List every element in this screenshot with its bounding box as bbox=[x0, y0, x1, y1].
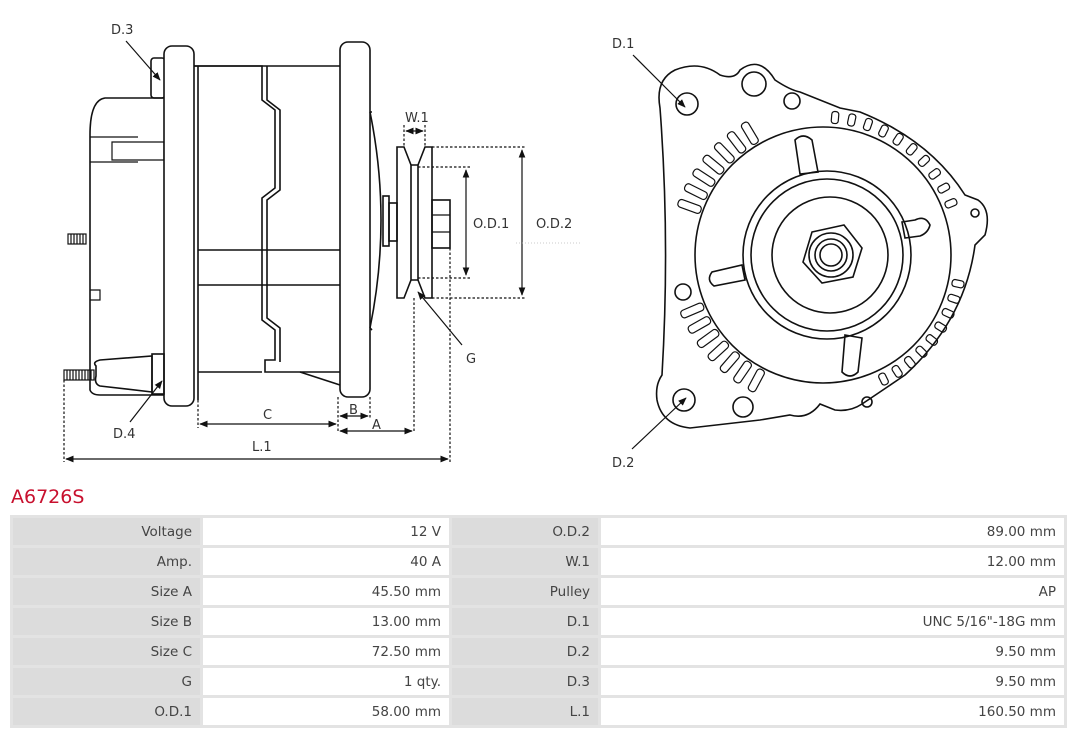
spec-label: D.3 bbox=[452, 668, 598, 695]
label-w1: W.1 bbox=[405, 111, 429, 126]
label-d1: D.1 bbox=[612, 37, 634, 52]
vent-slot bbox=[928, 168, 942, 180]
spec-label: L.1 bbox=[452, 698, 598, 725]
spec-value: UNC 5/16"-18G mm bbox=[601, 608, 1064, 635]
spec-label: Size C bbox=[13, 638, 200, 665]
vent-slot bbox=[947, 293, 961, 304]
spec-value: 9.50 mm bbox=[601, 638, 1064, 665]
vent-slot bbox=[747, 368, 765, 393]
vent-slot bbox=[683, 183, 708, 201]
label-d2: D.2 bbox=[612, 456, 634, 471]
front-flange bbox=[339, 41, 371, 398]
label-g: G bbox=[466, 352, 476, 367]
alternator-technical-drawing: W.1 O.D.1 O.D.2 G B C A L.1 D.3 D.4 bbox=[63, 23, 989, 471]
terminal-stud-top bbox=[67, 233, 87, 245]
spec-value: 9.50 mm bbox=[601, 668, 1064, 695]
label-b: B bbox=[349, 403, 358, 418]
label-d3: D.3 bbox=[111, 23, 133, 38]
vent-slot bbox=[915, 345, 928, 358]
label-od1: O.D.1 bbox=[473, 217, 509, 232]
spec-label: Voltage bbox=[13, 518, 200, 545]
spec-value: 1 qty. bbox=[203, 668, 449, 695]
spec-label: G bbox=[13, 668, 200, 695]
label-l1: L.1 bbox=[252, 440, 272, 455]
vent-slot bbox=[696, 328, 720, 349]
vent-slot bbox=[862, 117, 874, 132]
spec-label: D.2 bbox=[452, 638, 598, 665]
spec-value: AP bbox=[601, 578, 1064, 605]
spec-label: Amp. bbox=[13, 548, 200, 575]
label-c: C bbox=[263, 408, 272, 423]
vent-slot bbox=[713, 142, 735, 164]
front-view: D.1 D.2 bbox=[612, 37, 989, 471]
spec-label: Size A bbox=[13, 578, 200, 605]
spec-value: 40 A bbox=[203, 548, 449, 575]
vent-slot bbox=[680, 302, 705, 319]
spec-label: O.D.2 bbox=[452, 518, 598, 545]
vent-slot bbox=[707, 340, 730, 362]
spec-value: 72.50 mm bbox=[203, 638, 449, 665]
spec-value: 89.00 mm bbox=[601, 518, 1064, 545]
vent-slot bbox=[733, 360, 753, 384]
vent-slot bbox=[846, 113, 857, 127]
rear-flange bbox=[163, 45, 195, 407]
vent-slot bbox=[944, 198, 958, 209]
housing-outline bbox=[655, 63, 989, 429]
spec-label: O.D.1 bbox=[13, 698, 200, 725]
mount-hole-d1 bbox=[675, 92, 699, 116]
terminal-stud-bottom bbox=[63, 353, 165, 395]
rear-cover bbox=[89, 97, 164, 396]
vent-slot bbox=[937, 182, 951, 194]
label-a: A bbox=[372, 418, 381, 433]
vent-slot bbox=[905, 142, 918, 156]
spec-value: 58.00 mm bbox=[203, 698, 449, 725]
spec-label: Pulley bbox=[452, 578, 598, 605]
vent-slot bbox=[677, 198, 702, 214]
vent-slot bbox=[692, 168, 716, 187]
spec-value: 45.50 mm bbox=[203, 578, 449, 605]
spec-label: Size B bbox=[13, 608, 200, 635]
vent-slot bbox=[702, 154, 725, 175]
part-number-title: A6726S bbox=[11, 486, 85, 508]
vent-slot bbox=[941, 307, 955, 319]
side-view: W.1 O.D.1 O.D.2 G B C A L.1 D.3 D.4 bbox=[63, 23, 580, 463]
vent-slot bbox=[878, 124, 889, 138]
vent-slot bbox=[740, 121, 759, 146]
mount-hole-d2 bbox=[672, 388, 696, 412]
vent-slot bbox=[917, 154, 931, 167]
vent-slot bbox=[830, 110, 840, 125]
pulley bbox=[396, 146, 451, 299]
spec-label: D.1 bbox=[452, 608, 598, 635]
label-d4: D.4 bbox=[113, 427, 135, 442]
spec-value: 13.00 mm bbox=[203, 608, 449, 635]
vent-slot bbox=[951, 278, 965, 289]
vent-slot bbox=[687, 316, 712, 334]
spec-value: 160.50 mm bbox=[601, 698, 1064, 725]
vent-slot bbox=[903, 355, 916, 369]
vent-slot bbox=[891, 364, 903, 378]
vent-slot bbox=[878, 372, 889, 386]
label-od2: O.D.2 bbox=[536, 217, 572, 232]
vent-slot bbox=[719, 351, 741, 374]
vent-slot bbox=[726, 131, 747, 154]
spec-value: 12.00 mm bbox=[601, 548, 1064, 575]
vent-slot bbox=[892, 132, 904, 146]
vent-slot bbox=[934, 321, 948, 333]
spec-label: W.1 bbox=[452, 548, 598, 575]
vent-slot bbox=[925, 334, 939, 346]
spec-value: 12 V bbox=[203, 518, 449, 545]
pulley-nut bbox=[802, 224, 863, 284]
